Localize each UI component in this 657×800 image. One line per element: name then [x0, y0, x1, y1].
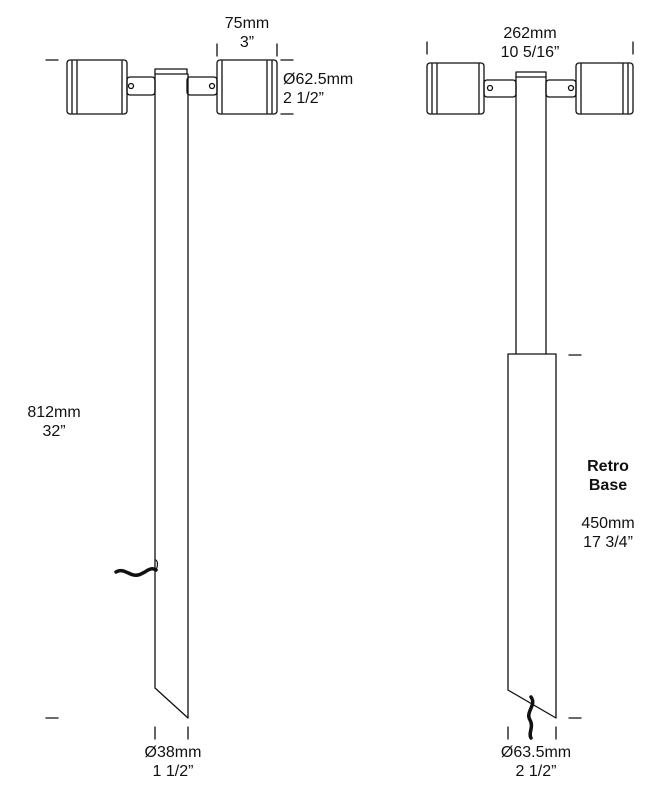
right-overall-width-label: 262mm 10 5/16” [480, 24, 580, 62]
left-head-diameter-mm: Ø62.5mm [283, 71, 354, 88]
right-base-diameter-inch: 2 1/2” [515, 763, 557, 780]
left-fixture-left-knuckle [126, 76, 156, 96]
left-spike-diameter-inch: 1 1/2” [152, 763, 194, 780]
right-fixture-top-cap [515, 71, 547, 78]
left-head-width-mm: 75mm [224, 15, 270, 32]
right-overall-width-mm: 262mm [503, 25, 557, 42]
right-base-height-mm: 450mm [581, 515, 635, 532]
right-fixture [426, 62, 634, 719]
right-fixture-dimension-ticks [426, 41, 634, 740]
right-base-height-inch: 17 3/4” [583, 534, 633, 551]
right-fixture-right-knuckle [545, 79, 577, 98]
left-head-diameter-inch: 2 1/2” [283, 90, 324, 107]
left-fixture-left-head [66, 59, 128, 115]
left-fixture [66, 59, 278, 719]
retro-base-label: Retro Base [570, 457, 646, 495]
right-base-diameter-label: Ø63.5mm 2 1/2” [488, 743, 584, 781]
left-spike-diameter-mm: Ø38mm [144, 744, 202, 761]
right-overall-width-inch: 10 5/16” [500, 44, 560, 61]
left-fixture-top-cap [154, 68, 188, 75]
left-total-height-inch: 32” [42, 423, 66, 440]
retro-base-label-line2: Base [588, 477, 628, 494]
right-fixture-left-head [426, 62, 485, 115]
left-spike-diameter-label: Ø38mm 1 1/2” [130, 743, 216, 781]
right-base-diameter-mm: Ø63.5mm [500, 744, 572, 761]
left-fixture-cable [114, 567, 158, 577]
left-total-height-label: 812mm 32” [12, 403, 96, 441]
right-fixture-retro-base [507, 353, 557, 719]
left-fixture-spike [154, 73, 189, 719]
left-head-width-inch: 3” [239, 34, 255, 51]
right-fixture-right-head [575, 62, 634, 115]
right-fixture-cable [527, 695, 535, 740]
left-fixture-dimension-ticks [45, 43, 294, 740]
left-head-diameter-label: Ø62.5mm 2 1/2” [283, 70, 353, 108]
right-fixture-left-knuckle [483, 79, 517, 98]
right-base-height-label: 450mm 17 3/4” [566, 514, 650, 552]
left-total-height-mm: 812mm [27, 404, 81, 421]
retro-base-label-line1: Retro [587, 458, 629, 475]
right-fixture-stem [515, 76, 547, 355]
left-fixture-right-head [216, 59, 278, 115]
left-fixture-right-knuckle [186, 76, 218, 96]
left-head-width-label: 75mm 3” [217, 14, 277, 52]
